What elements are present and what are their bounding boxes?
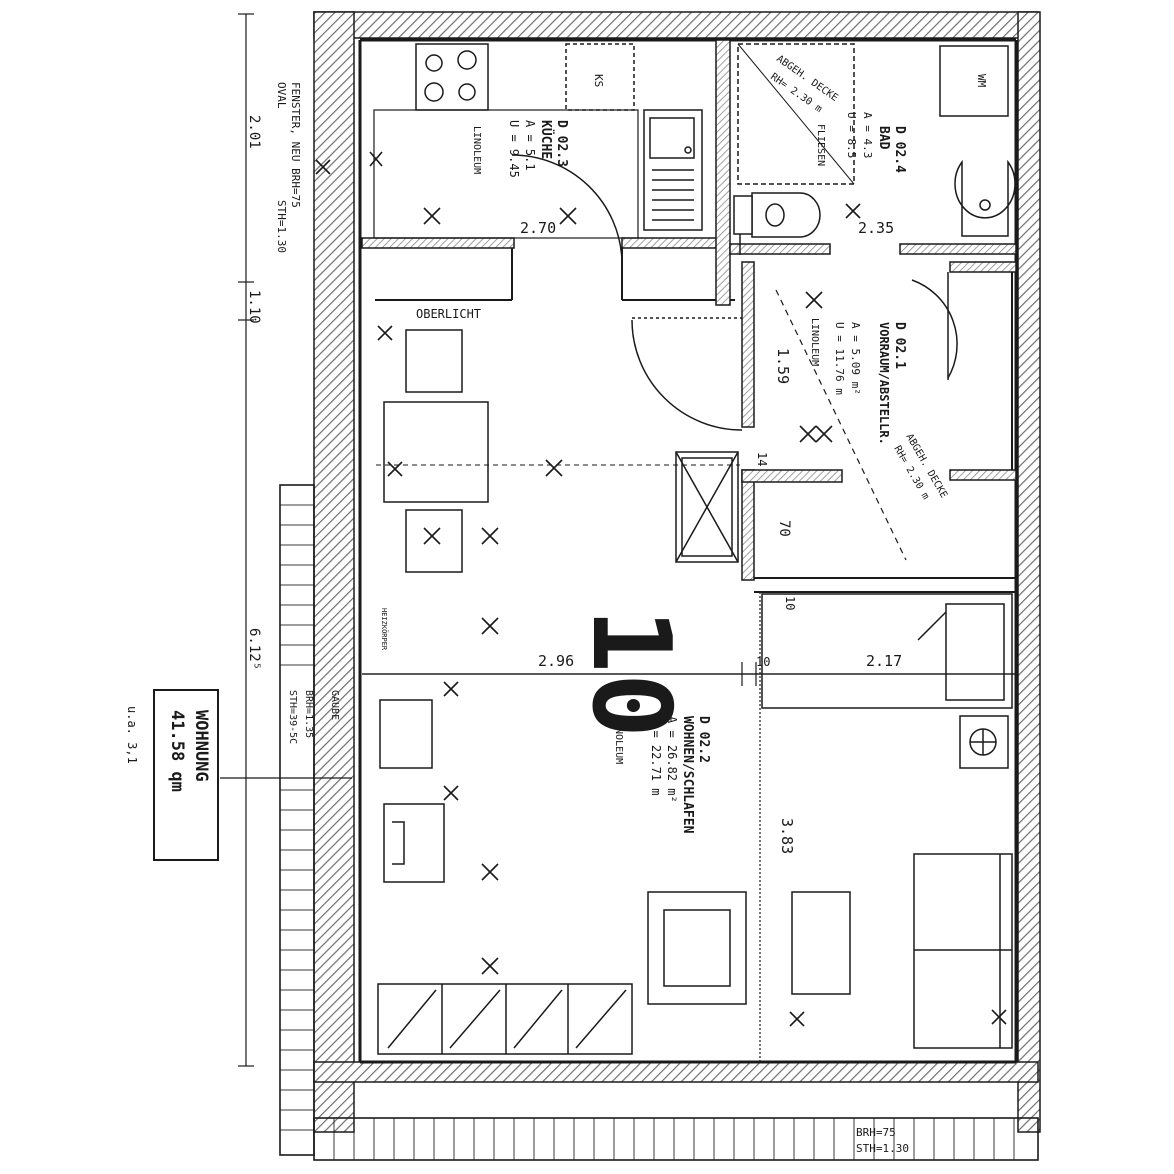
dim-hall-width: 1.59 [774, 348, 792, 384]
svg-text:D 02.3: D 02.3 [554, 120, 569, 167]
svg-text:D 02.1: D 02.1 [892, 322, 907, 369]
bottom-brh-label: BRH=75 [856, 1126, 896, 1139]
handwritten-mark: 10 [568, 608, 693, 738]
light-fixtures [315, 151, 1007, 1027]
gaube-sth-label: STH=39-5C [287, 690, 298, 744]
gaube-brh-label: BRH=1.35 [303, 690, 314, 738]
dim-left-top: 2.01 [246, 115, 262, 149]
summary-scribble: u.a. 3,1 [125, 706, 139, 764]
bottom-sth-label: STH=1.30 [856, 1142, 909, 1155]
room-bath-label: D 02.4 BAD A = 4.3 U = 8.5 FLIESEN [815, 112, 907, 173]
window-sth-label: STH=1.30 [275, 200, 288, 253]
svg-text:LINOLEUM: LINOLEUM [613, 716, 624, 764]
room-living-label: D 02.2 WOHNEN/SCHLAFEN A = 26.82 m² U = … [613, 716, 711, 834]
dim-left-mid: 1.10 [246, 290, 262, 324]
washer-label: WM [975, 74, 988, 88]
dim-bedroom-width: 2.17 [866, 652, 902, 670]
dim-bath-width: 2.35 [858, 219, 894, 237]
svg-text:U = 22.71 m: U = 22.71 m [649, 716, 663, 795]
svg-text:A = 5.1: A = 5.1 [523, 120, 537, 171]
svg-text:BAD: BAD [876, 126, 891, 150]
dim-living-width: 2.96 [538, 652, 574, 670]
summary-label: WOHNUNG [191, 710, 211, 782]
dim-left-total: 6.12⁵ [246, 628, 262, 670]
apartment-summary: WOHNUNG 41.58 qm u.a. 3,1 [125, 689, 219, 861]
svg-text:FLIESEN: FLIESEN [815, 124, 826, 166]
svg-text:U = 9.45: U = 9.45 [507, 120, 521, 178]
fridge-label: KS [592, 74, 605, 87]
dim-kitchen-width: 2.70 [520, 219, 556, 237]
svg-text:D 02.4: D 02.4 [892, 126, 907, 173]
dormer-structure [279, 484, 1039, 1161]
dim-living-depth: 3.83 [778, 818, 796, 854]
dimension-lines [220, 13, 1016, 1067]
svg-text:U = 8.5: U = 8.5 [845, 112, 858, 158]
dim-70: 70 [776, 520, 792, 537]
window-oval-label: OVAL [275, 82, 288, 109]
svg-text:A = 26.82 m²: A = 26.82 m² [665, 716, 679, 803]
dim-10a: 10 [783, 596, 797, 610]
kitchen-fixtures [373, 43, 703, 239]
exterior-walls [313, 11, 1041, 1133]
svg-text:A = 4.3: A = 4.3 [861, 112, 874, 158]
svg-text:D 02.2: D 02.2 [696, 716, 711, 763]
interior-walls [361, 39, 1017, 1062]
svg-text:LINOLEUM: LINOLEUM [471, 126, 482, 174]
room-hall-label: D 02.1 VORRAUM/ABSTELLR. A = 5.09 m² U =… [809, 318, 907, 445]
hall-fixtures [675, 289, 907, 563]
dim-14: 14 [755, 452, 769, 466]
big-mark: 10 [568, 608, 693, 738]
bath-fixtures [733, 43, 1016, 238]
svg-text:U = 11.76 m: U = 11.76 m [833, 322, 846, 395]
svg-text:WOHNEN/SCHLAFEN: WOHNEN/SCHLAFEN [680, 716, 695, 834]
svg-text:KÜCHE: KÜCHE [538, 120, 554, 159]
dim-10b: 10 [756, 655, 770, 669]
skylight-label: OBERLICHT [416, 307, 481, 321]
summary-area: 41.58 qm [167, 710, 187, 792]
room-kitchen-label: D 02.3 KÜCHE A = 5.1 U = 9.45 LINOLEUM [471, 120, 569, 178]
svg-text:A = 5.09 m²: A = 5.09 m² [849, 322, 862, 395]
gaube-label: GAUBE [329, 690, 340, 720]
window-new-label: FENSTER, NEU BRH=75 [289, 82, 302, 208]
svg-text:LINOLEUM: LINOLEUM [809, 318, 820, 366]
svg-text:VORRAUM/ABSTELLR.: VORRAUM/ABSTELLR. [877, 322, 891, 445]
summary-box [153, 689, 219, 861]
radiator-label: HEIZKÖRPER [380, 608, 389, 651]
